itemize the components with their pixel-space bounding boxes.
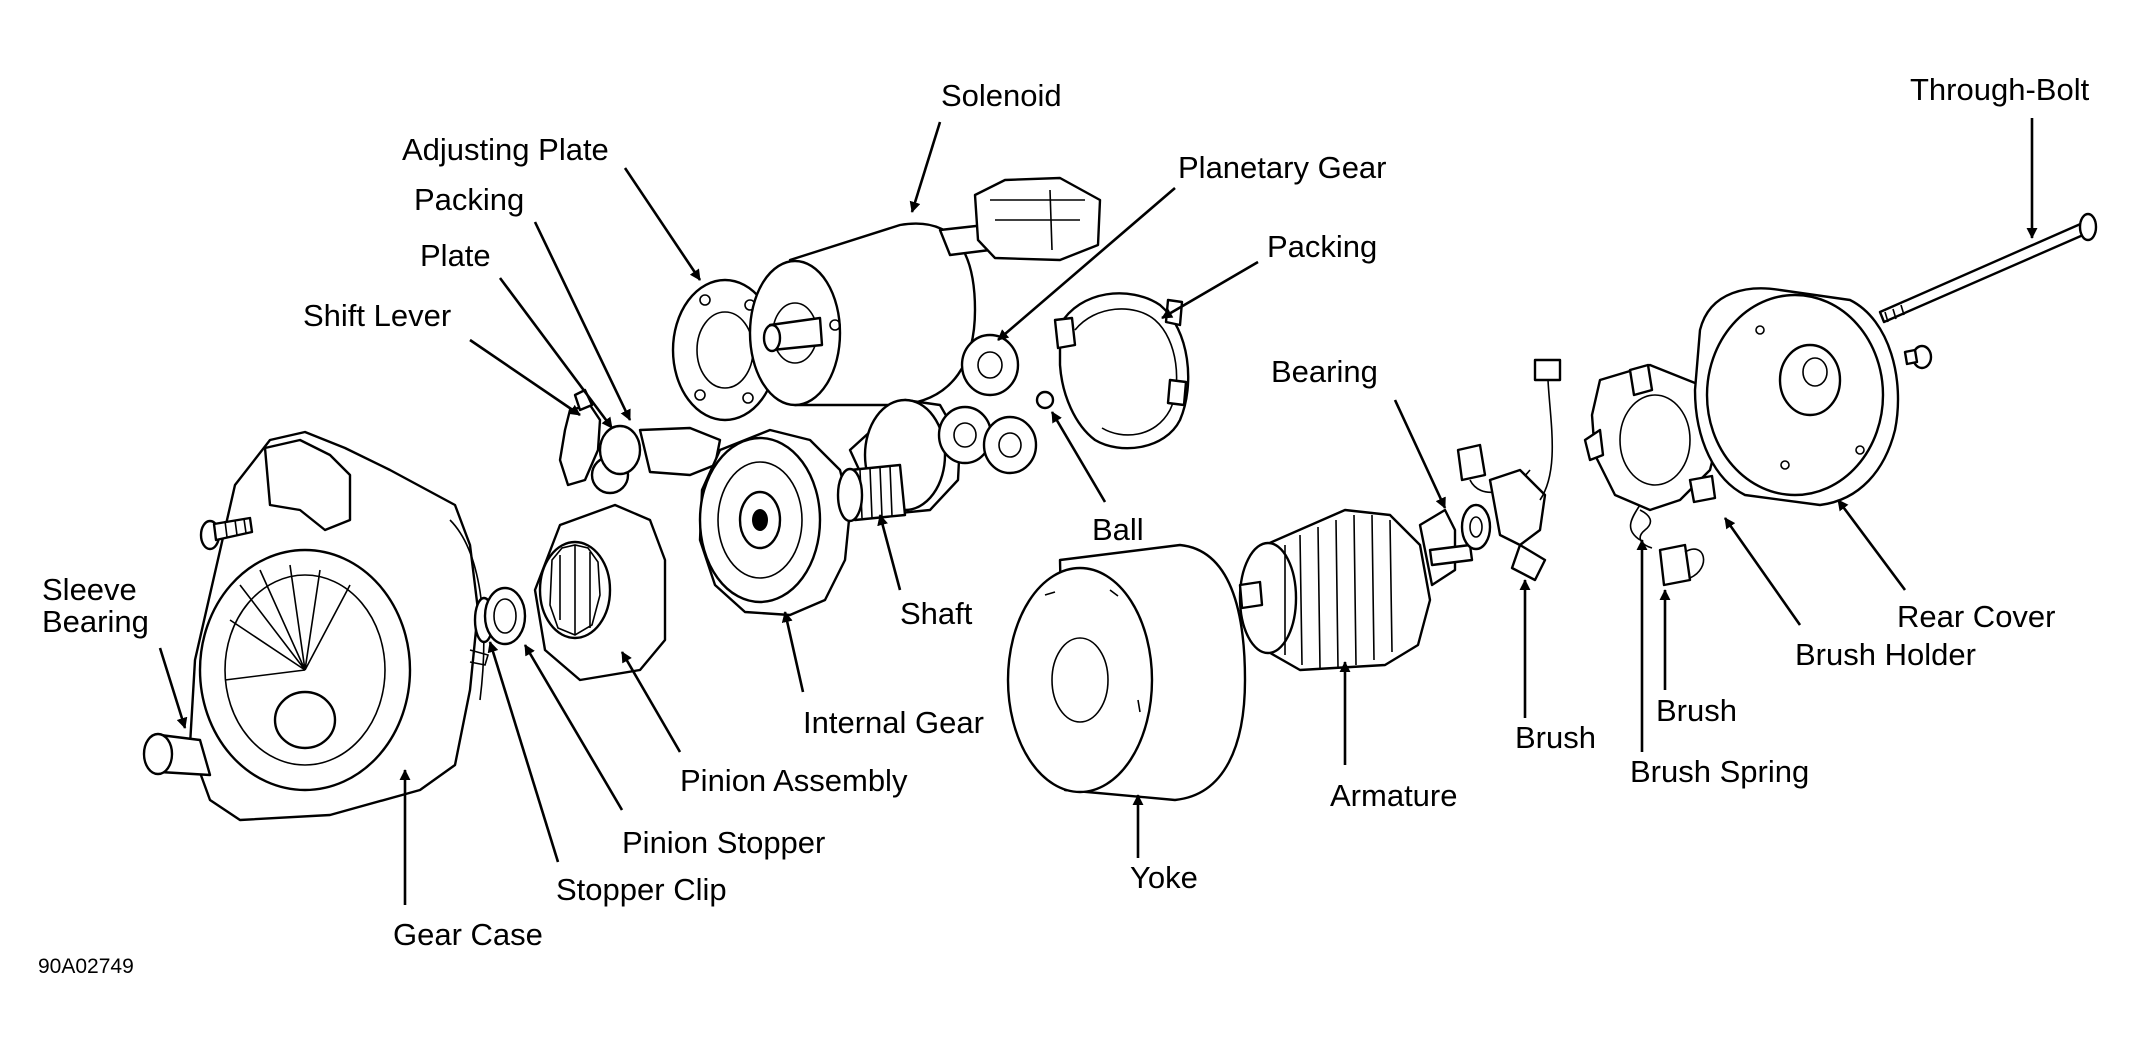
packing-left-leader bbox=[533, 221, 632, 421]
label-adjusting-plate: Adjusting Plate bbox=[402, 132, 609, 167]
shaft-part bbox=[836, 398, 962, 523]
internal-gear-leader bbox=[781, 611, 805, 693]
internal-gear-part bbox=[698, 428, 852, 617]
rear-cover-part bbox=[1693, 287, 1900, 507]
ball-leader bbox=[1050, 411, 1107, 503]
label-through-bolt: Through-Bolt bbox=[1910, 72, 2090, 107]
plate-part bbox=[598, 424, 642, 476]
ball-part bbox=[1035, 390, 1055, 410]
figure-code: 90A02749 bbox=[38, 955, 134, 978]
label-ball: Ball bbox=[1092, 512, 1144, 547]
label-packing-left: Packing bbox=[414, 182, 524, 217]
label-brush-spring: Brush Spring bbox=[1630, 754, 1809, 789]
pinion-assembly-leader bbox=[620, 651, 682, 753]
solenoid-leader bbox=[909, 121, 942, 213]
packing-right-leader bbox=[1161, 260, 1259, 320]
bearing-leader bbox=[1393, 399, 1447, 509]
pinion-assembly-part bbox=[533, 503, 667, 682]
pinion-stopper-leader bbox=[523, 644, 624, 811]
label-armature: Armature bbox=[1330, 778, 1457, 813]
label-brush-right: Brush bbox=[1656, 693, 1737, 728]
packing-left-part bbox=[638, 426, 722, 477]
sleeve-bearing-leader bbox=[158, 647, 188, 729]
label-gear-case: Gear Case bbox=[393, 917, 543, 952]
label-pinion-assembly: Pinion Assembly bbox=[680, 763, 908, 798]
label-sleeve-bearing-line2: Bearing bbox=[42, 604, 149, 639]
yoke-part bbox=[1006, 543, 1247, 802]
gear-case-part bbox=[142, 430, 490, 822]
plate-leader bbox=[498, 277, 614, 429]
stopper-clip-leader bbox=[487, 641, 560, 863]
gear-case-bolt-part bbox=[199, 516, 254, 551]
label-shaft: Shaft bbox=[900, 596, 973, 631]
rear-cover-screw-part bbox=[1903, 344, 1933, 370]
label-stopper-clip: Stopper Clip bbox=[556, 872, 727, 907]
label-bearing: Bearing bbox=[1271, 354, 1378, 389]
brush-holder-leader bbox=[1723, 517, 1802, 626]
label-yoke: Yoke bbox=[1130, 860, 1198, 895]
adjusting-plate-leader bbox=[623, 167, 702, 281]
shift-lever-part bbox=[558, 388, 630, 495]
solenoid-part bbox=[748, 176, 1102, 407]
through-bolt-part bbox=[1878, 212, 2098, 324]
label-plate: Plate bbox=[420, 238, 491, 273]
pinion-stopper-part bbox=[483, 586, 527, 646]
label-brush-left: Brush bbox=[1515, 720, 1596, 755]
brush-holder-part bbox=[1583, 363, 1722, 541]
brush-left-part bbox=[1456, 358, 1562, 582]
shaft-leader bbox=[877, 514, 902, 591]
label-shift-lever: Shift Lever bbox=[303, 298, 451, 333]
label-sleeve-bearing-line1: Sleeve bbox=[42, 572, 137, 607]
leader-lines bbox=[158, 118, 2038, 905]
planetary-gear-leader bbox=[997, 187, 1176, 341]
brush-right-part bbox=[1658, 543, 1705, 587]
label-packing-right: Packing bbox=[1267, 229, 1377, 264]
packing-right-part bbox=[1053, 292, 1190, 450]
armature-part bbox=[1238, 503, 1492, 672]
shift-lever-leader bbox=[469, 338, 581, 417]
label-solenoid: Solenoid bbox=[941, 78, 1062, 113]
label-rear-cover: Rear Cover bbox=[1897, 599, 2056, 634]
label-planetary-gear: Planetary Gear bbox=[1178, 150, 1387, 185]
label-internal-gear: Internal Gear bbox=[803, 705, 984, 740]
labels: Solenoid Adjusting Plate Packing Plate S… bbox=[38, 72, 2090, 978]
label-brush-holder: Brush Holder bbox=[1795, 637, 1976, 672]
planetary-gear-part bbox=[937, 333, 1038, 475]
rear-cover-leader bbox=[1836, 499, 1907, 591]
label-pinion-stopper: Pinion Stopper bbox=[622, 825, 825, 860]
